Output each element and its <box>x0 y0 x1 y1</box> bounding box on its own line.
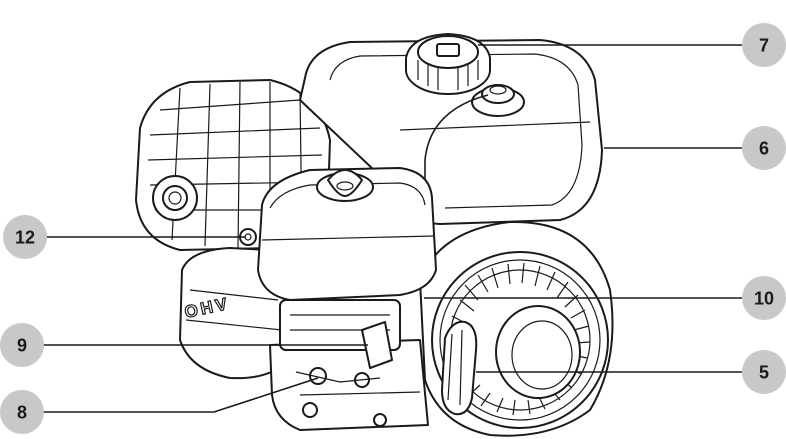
air-cleaner <box>257 167 437 301</box>
leader-8 <box>38 377 319 413</box>
svg-text:7: 7 <box>759 36 769 56</box>
callout-9: 9 <box>0 323 44 367</box>
svg-text:8: 8 <box>17 403 27 423</box>
svg-text:9: 9 <box>17 336 27 356</box>
callout-7: 7 <box>742 23 786 67</box>
svg-text:12: 12 <box>15 228 35 248</box>
svg-text:6: 6 <box>759 139 769 159</box>
callout-12: 12 <box>3 215 47 259</box>
callout-5: 5 <box>742 350 786 394</box>
callout-8: 8 <box>0 390 44 434</box>
fuel-cap <box>405 33 491 95</box>
svg-text:5: 5 <box>759 363 769 383</box>
carburetor <box>279 299 401 388</box>
crankcase <box>269 339 429 431</box>
svg-text:10: 10 <box>754 289 774 309</box>
fuel-tank <box>299 39 603 235</box>
callout-10: 10 <box>742 276 786 320</box>
recoil-starter <box>419 220 614 437</box>
callout-6: 6 <box>742 126 786 170</box>
leader-lines <box>38 44 742 413</box>
